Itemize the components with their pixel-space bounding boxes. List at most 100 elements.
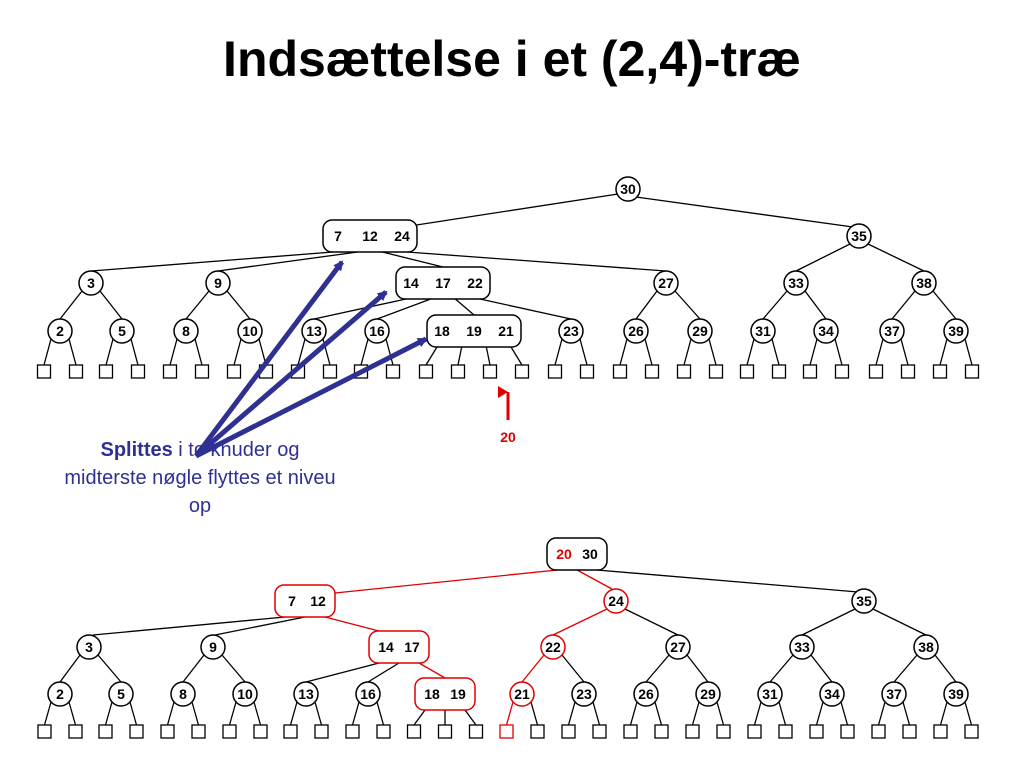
edge [182,654,205,683]
leaf-square [592,724,607,739]
edge [130,338,139,366]
edge [385,338,394,366]
node-key: 39 [948,323,964,339]
node-after-level3-shape [571,681,597,707]
node-after-root-shape [546,537,608,571]
node-before-level1-shape [846,223,872,249]
leaf-square [222,724,237,739]
node-before-level2-shape [395,266,491,300]
node-key: 31 [755,323,771,339]
split-arrow [194,290,388,458]
leaf-square [802,364,818,379]
edge [425,346,438,366]
node-before-level3: 16 [364,318,390,344]
edge [691,701,700,726]
edge [382,251,444,268]
node-before-level2-shape [911,270,937,296]
leaf-square [561,724,576,739]
callout-text: i to knuder og midterste nøgle flyttes e… [64,439,336,517]
node-before-level3: 37 [879,318,905,344]
edge [932,290,957,320]
edge [313,298,407,320]
node-key: 29 [700,686,716,702]
node-after-level2: 38 [913,634,939,660]
node-key: 22 [467,275,483,291]
edge [360,338,369,366]
edge [619,338,628,366]
edge [552,608,608,636]
split-callout: Splittes i to knuder og midterste nøgle … [62,436,338,520]
node-after-level3: 39 [943,681,969,707]
node-key: 12 [310,593,326,609]
edge [43,338,52,366]
leaf-square [130,364,146,379]
split-arrow [194,336,428,459]
edge [964,338,973,366]
leaf-square [253,724,268,739]
leaf-square [623,724,638,739]
node-before-level3-shape [109,318,135,344]
node-key: 21 [514,686,530,702]
node-before-level3-shape [364,318,390,344]
edge [418,662,446,679]
node-after-level2: 22 [540,634,566,660]
edge [596,569,859,593]
edge [479,298,572,320]
edge [795,243,851,272]
leaf-square [37,724,52,739]
node-key: 39 [948,686,964,702]
edge [376,701,385,726]
leaf-square [644,364,660,379]
node-key: 33 [788,275,804,291]
leaf-square [499,724,514,739]
node-after-level3: 5 [108,681,134,707]
leaf-square [902,724,917,739]
node-before-level3-shape [813,318,839,344]
node-key: 7 [288,593,296,609]
edge [964,701,973,726]
edge [233,338,242,366]
edge [191,701,200,726]
node-key: 22 [545,639,561,655]
leaf-square [283,724,298,739]
slide-title: Indsættelse i et (2,4)-træ [223,31,801,87]
edge [253,701,262,726]
node-before-level3-shape [426,314,522,348]
leaf-square [579,364,595,379]
edge [683,338,692,366]
leaf-square [771,364,787,379]
node-key: 12 [362,228,378,244]
node-after-level1: 7 12 [274,584,336,618]
leaf-square [834,364,850,379]
node-after-level3-shape [633,681,659,707]
node-after-level2: 9 [200,634,226,660]
edge [877,701,886,726]
edge [769,654,794,683]
leaf-square [482,364,498,379]
edge [105,338,114,366]
edge [686,654,709,683]
edge [939,701,948,726]
edge [228,701,237,726]
edge [289,701,298,726]
edge [521,654,545,683]
node-after-level2-shape [540,634,566,660]
edge [762,290,788,320]
node-key: 9 [214,275,222,291]
node-after-level2: 33 [789,634,815,660]
leaf-square [468,724,484,739]
leaf-square [964,724,979,739]
edge [635,196,854,228]
edge [674,290,701,320]
edge [809,338,818,366]
edge [635,290,658,320]
node-key: 8 [179,686,187,702]
node-after-level3: 13 [293,681,319,707]
node-before-level1: 35 [846,223,872,249]
edge [815,701,824,726]
edge [194,338,203,366]
leaf-square [406,724,422,739]
node-key: 17 [435,275,451,291]
